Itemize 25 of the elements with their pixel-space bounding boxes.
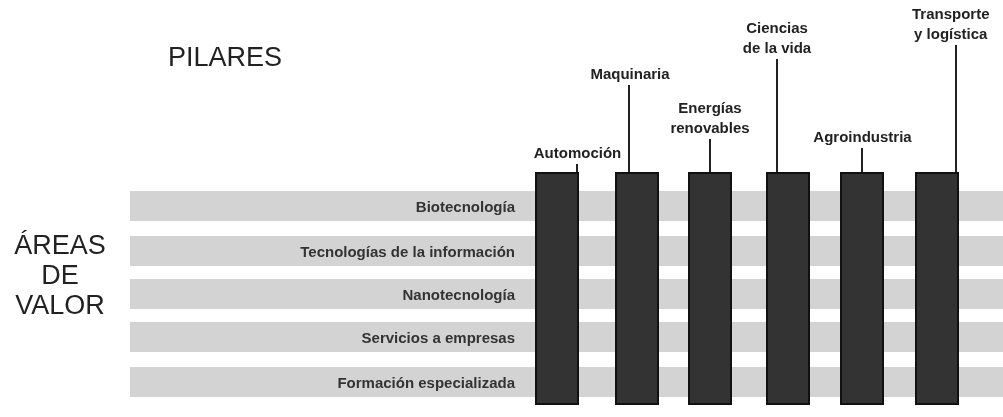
row-label: Biotecnología xyxy=(415,197,515,215)
row-label: Tecnologías de la información xyxy=(300,242,515,260)
leader-line xyxy=(861,147,863,173)
pillar-label: Energías renovables xyxy=(660,98,760,138)
pillar-bar xyxy=(840,172,884,405)
row-label: Servicios a empresas xyxy=(361,328,515,346)
section-heading: PILARES xyxy=(166,42,284,72)
pillar-bar xyxy=(766,172,810,405)
section-heading: ÁREAS DE VALOR xyxy=(13,230,107,320)
leader-line xyxy=(576,163,578,173)
row-label: Formación especializada xyxy=(337,373,515,391)
pillar-bar xyxy=(535,172,579,405)
row-label: Nanotecnología xyxy=(402,285,515,303)
leader-line xyxy=(709,138,711,173)
pillar-label: Agroindustria xyxy=(805,127,920,147)
leader-line xyxy=(776,58,778,173)
pillar-bar xyxy=(688,172,732,405)
pillar-label: Automoción xyxy=(520,143,635,163)
pillar-label: Transporte y logística xyxy=(912,4,990,44)
pillar-label: Maquinaria xyxy=(575,64,685,84)
pillar-bar xyxy=(915,172,959,405)
leader-line xyxy=(628,84,630,173)
leader-line xyxy=(955,44,957,173)
pillar-bar xyxy=(615,172,659,405)
pillar-label: Ciencias de la vida xyxy=(738,18,816,58)
